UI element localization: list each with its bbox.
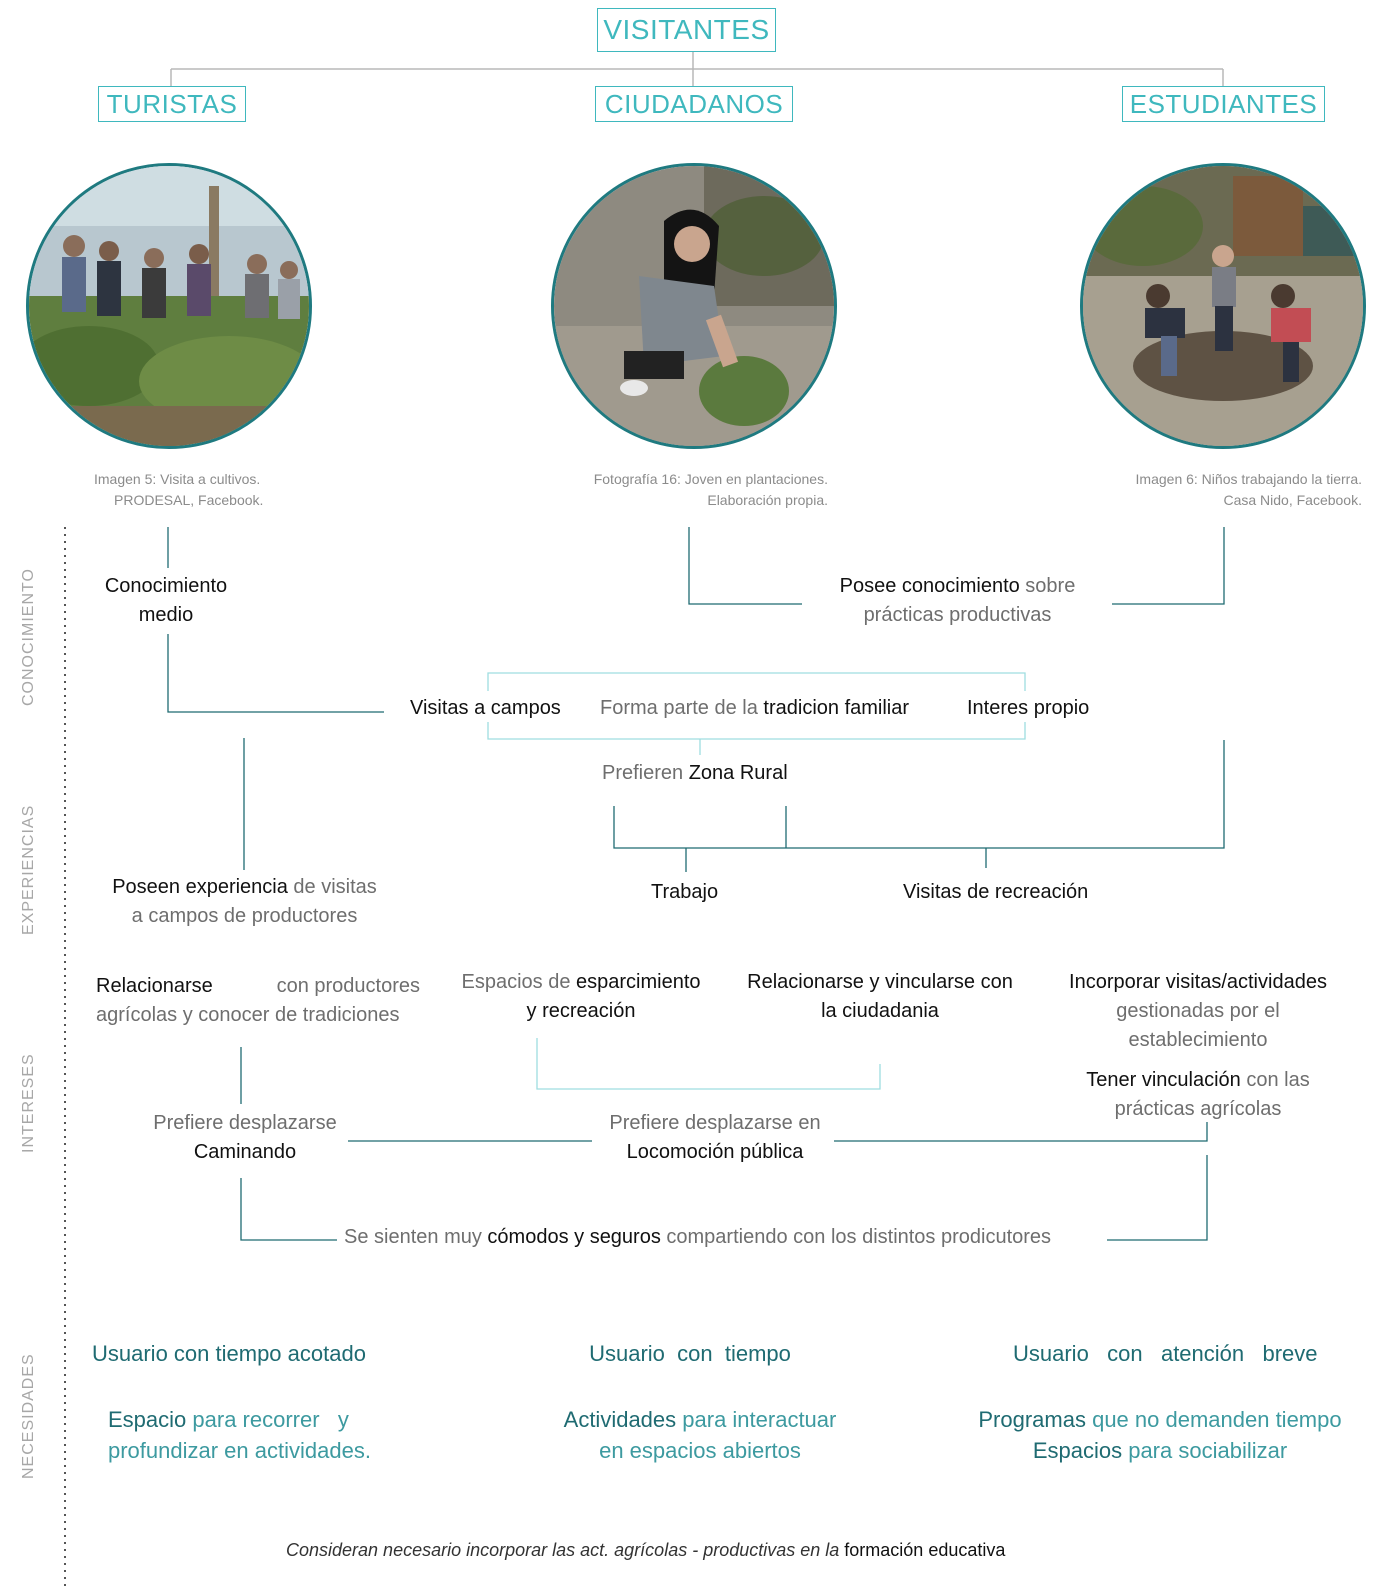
caption-estudiantes: Imagen 6: Niños trabajando la tierra. Ca… <box>1090 469 1362 511</box>
text-line: Prefiere desplazarse <box>153 1112 337 1134</box>
caption-line: Fotografía 16: Joven en plantaciones. <box>593 471 828 487</box>
posee-conocimiento: Posee conocimiento sobre prácticas produ… <box>805 572 1110 630</box>
root-box-visitantes: VISITANTES <box>597 8 776 52</box>
group-box-estudiantes: ESTUDIANTES <box>1122 86 1325 122</box>
caption-line: PRODESAL, Facebook. <box>114 492 264 508</box>
necesidad-estudiantes-detalle: Programas que no demanden tiempo Espacio… <box>960 1404 1360 1466</box>
text-bold: Espacio <box>108 1407 187 1432</box>
text-span: de visitas <box>287 876 377 898</box>
necesidad-turistas-detalle: Espacio para recorrer y profundizar en a… <box>108 1404 396 1466</box>
caption-line: Casa Nido, Facebook. <box>1223 492 1362 508</box>
photo-joven-plantaciones-art <box>554 166 834 446</box>
text-bold: tradicion familiar <box>763 697 910 719</box>
caption-line: Elaboración propia. <box>707 492 828 508</box>
text-line: agrícolas y conocer de tradiciones <box>96 1004 400 1026</box>
text-span: para interactuar <box>676 1407 837 1432</box>
prefieren-zona-rural: Prefieren Zona Rural <box>602 759 788 788</box>
interes-propio: Interes propio <box>967 697 1090 719</box>
text-line: Prefiere desplazarse en <box>609 1112 821 1134</box>
relacionarse-productores: Relacionarse con productores agrícolas y … <box>96 972 420 1030</box>
prefiere-caminando: Prefiere desplazarse Caminando <box>145 1109 345 1167</box>
group-box-ciudadanos: CIUDADANOS <box>595 86 793 122</box>
caption-ciudadanos: Fotografía 16: Joven en plantaciones. El… <box>558 469 828 511</box>
section-label-conocimiento: CONOCIMIENTO <box>20 568 37 706</box>
section-label-necesidades: NECESIDADES <box>20 1353 37 1479</box>
text-bold: esparcimiento <box>576 971 701 993</box>
text-line: y recreación <box>526 1000 636 1022</box>
text-span: que no demanden tiempo <box>1085 1407 1342 1432</box>
footer-note: Consideran necesario incorporar las act.… <box>286 1540 1005 1561</box>
necesidad-turistas-title: Usuario con tiempo acotado <box>92 1341 366 1366</box>
text-line: la ciudadania <box>821 1000 939 1022</box>
trabajo: Trabajo <box>651 881 719 903</box>
text-bold: Programas <box>978 1407 1086 1432</box>
photo-ninos-tierra <box>1080 163 1366 449</box>
text-line: a campos de productores <box>131 905 358 927</box>
photo-visita-cultivos-art <box>29 166 309 446</box>
text-span: con las <box>1240 1069 1310 1091</box>
visitas-de-recreacion: Visitas de recreación <box>903 881 1089 903</box>
text-line: establecimiento <box>1128 1029 1268 1051</box>
photo-joven-plantaciones <box>551 163 837 449</box>
caption-turistas: Imagen 5: Visita a cultivos. PRODESAL, F… <box>94 469 263 511</box>
text-line: en espacios abiertos <box>599 1438 801 1463</box>
text-line: Relacionarse y vincularse con <box>747 971 1013 993</box>
text-line: Locomoción pública <box>626 1141 804 1163</box>
text-span: para recorrer y <box>186 1407 349 1432</box>
text-line: prácticas productivas <box>863 604 1052 626</box>
text-span: sobre <box>1019 575 1076 597</box>
text-line: gestionadas por el <box>1116 1000 1280 1022</box>
poseen-experiencia: Poseen experiencia de visitas a campos d… <box>92 873 397 931</box>
comodos-seguros: Se sienten muy cómodos y seguros compart… <box>344 1223 1051 1252</box>
conocimiento-medio: Conocimiento medio <box>80 572 252 630</box>
text-span: Consideran necesario incorporar las act.… <box>286 1540 845 1560</box>
photo-visita-cultivos <box>26 163 312 449</box>
necesidad-ciudadanos-detalle: Actividades para interactuar en espacios… <box>520 1404 880 1466</box>
vincularse-ciudadania: Relacionarse y vincularse con la ciudada… <box>735 968 1025 1026</box>
text-bold: Zona Rural <box>688 762 788 784</box>
text-line: Conocimiento <box>104 575 228 597</box>
text-bold: Tener vinculación <box>1086 1069 1241 1091</box>
text-span: con productores <box>276 975 420 997</box>
text-line: profundizar en actividades. <box>108 1438 371 1463</box>
text-bold: Espacios <box>1032 1438 1123 1463</box>
text-bold: Posee conocimiento <box>839 575 1020 597</box>
text-span: Se sienten muy <box>344 1226 488 1248</box>
tradicion-familiar: Forma parte de la tradicion familiar <box>600 694 909 723</box>
necesidad-estudiantes-title: Usuario con atención breve <box>1013 1341 1318 1366</box>
espacios-esparcimiento: Espacios de esparcimiento y recreación <box>452 968 710 1026</box>
text-span: compartiendo con los distintos prodicuto… <box>660 1226 1052 1248</box>
text-bold: cómodos y seguros <box>487 1226 661 1248</box>
caption-line: Imagen 5: Visita a cultivos. <box>94 471 261 487</box>
section-label-experiencias: EXPERIENCIAS <box>20 804 37 935</box>
tener-vinculacion: Tener vinculación con las prácticas agrí… <box>1060 1066 1336 1124</box>
text-line: prácticas agrícolas <box>1114 1098 1282 1120</box>
necesidad-ciudadanos-title: Usuario con tiempo <box>589 1341 791 1366</box>
text-span: Prefieren <box>602 762 689 784</box>
photo-ninos-tierra-art <box>1083 166 1363 446</box>
text-span: para sociabilizar <box>1122 1438 1288 1463</box>
text-span: Espacios de <box>461 971 576 993</box>
prefiere-locomocion: Prefiere desplazarse en Locomoción públi… <box>595 1109 835 1167</box>
text-bold: Actividades <box>563 1407 677 1432</box>
group-box-turistas: TURISTAS <box>98 86 246 122</box>
text-bold: Poseen experiencia <box>112 876 288 898</box>
text-bold: Relacionarse <box>96 975 213 997</box>
text-span: Forma parte de la <box>600 697 764 719</box>
text-bold: formación educativa <box>844 1540 1006 1560</box>
incorporar-visitas: Incorporar visitas/actividades gestionad… <box>1052 968 1344 1055</box>
caption-line: Imagen 6: Niños trabajando la tierra. <box>1135 471 1362 487</box>
text-line: Caminando <box>193 1141 297 1163</box>
visitas-a-campos: Visitas a campos <box>410 697 561 719</box>
section-label-intereses: INTERESES <box>20 1053 37 1153</box>
text-line: Incorporar visitas/actividades <box>1069 971 1327 993</box>
text-line: medio <box>138 604 194 626</box>
